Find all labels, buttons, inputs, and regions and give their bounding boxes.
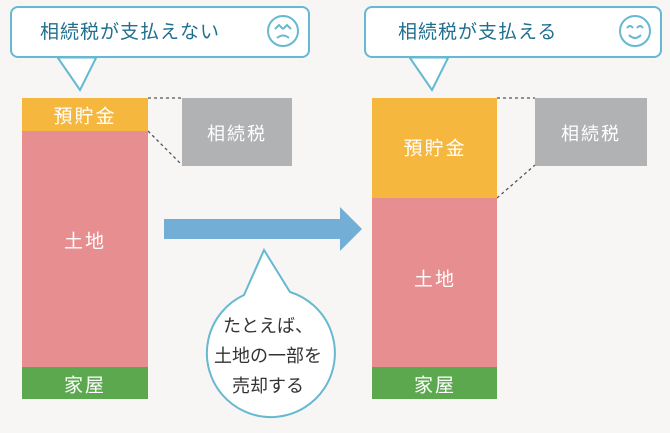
frown-face-icon: [267, 15, 299, 47]
right-bubble-tail: [408, 57, 450, 92]
example-line-3: 売却する: [232, 376, 304, 397]
left-land-segment: [22, 131, 148, 367]
left-dashed-bottom: [147, 130, 183, 166]
example-line-1: たとえば、: [223, 316, 313, 337]
right-tax-box: [535, 98, 647, 166]
left-house-segment: [22, 367, 148, 399]
left-tax-label: 相続税: [207, 124, 267, 145]
left-bubble-text: 相続税が支払えない: [40, 21, 221, 43]
right-tax-label: 相続税: [561, 124, 621, 145]
left-savings-segment: [22, 98, 148, 131]
left-land-label: 土地: [63, 230, 107, 253]
left-house-label: 家屋: [63, 374, 107, 397]
left-bubble-tail: [56, 57, 98, 92]
right-land-label: 土地: [413, 268, 457, 291]
right-bubble-text: 相続税が支払える: [398, 21, 558, 43]
right-house-segment: [372, 367, 497, 399]
right-house-label: 家屋: [413, 374, 457, 397]
example-bubble: [205, 247, 336, 419]
example-text: たとえば、 土地の一部を 売却する: [214, 312, 322, 402]
left-tax-box: [182, 98, 292, 166]
right-speech-bubble: [364, 6, 662, 58]
right-savings-label: 預貯金: [403, 137, 467, 160]
left-savings-label: 預貯金: [53, 105, 117, 128]
example-line-2: 土地の一部を: [214, 346, 322, 367]
smile-face-icon: [619, 15, 651, 47]
right-land-segment: [372, 198, 497, 367]
right-dashed-bottom: [496, 164, 536, 199]
left-speech-bubble: [10, 6, 310, 58]
right-savings-segment: [372, 98, 497, 198]
transition-arrow: [164, 207, 362, 251]
